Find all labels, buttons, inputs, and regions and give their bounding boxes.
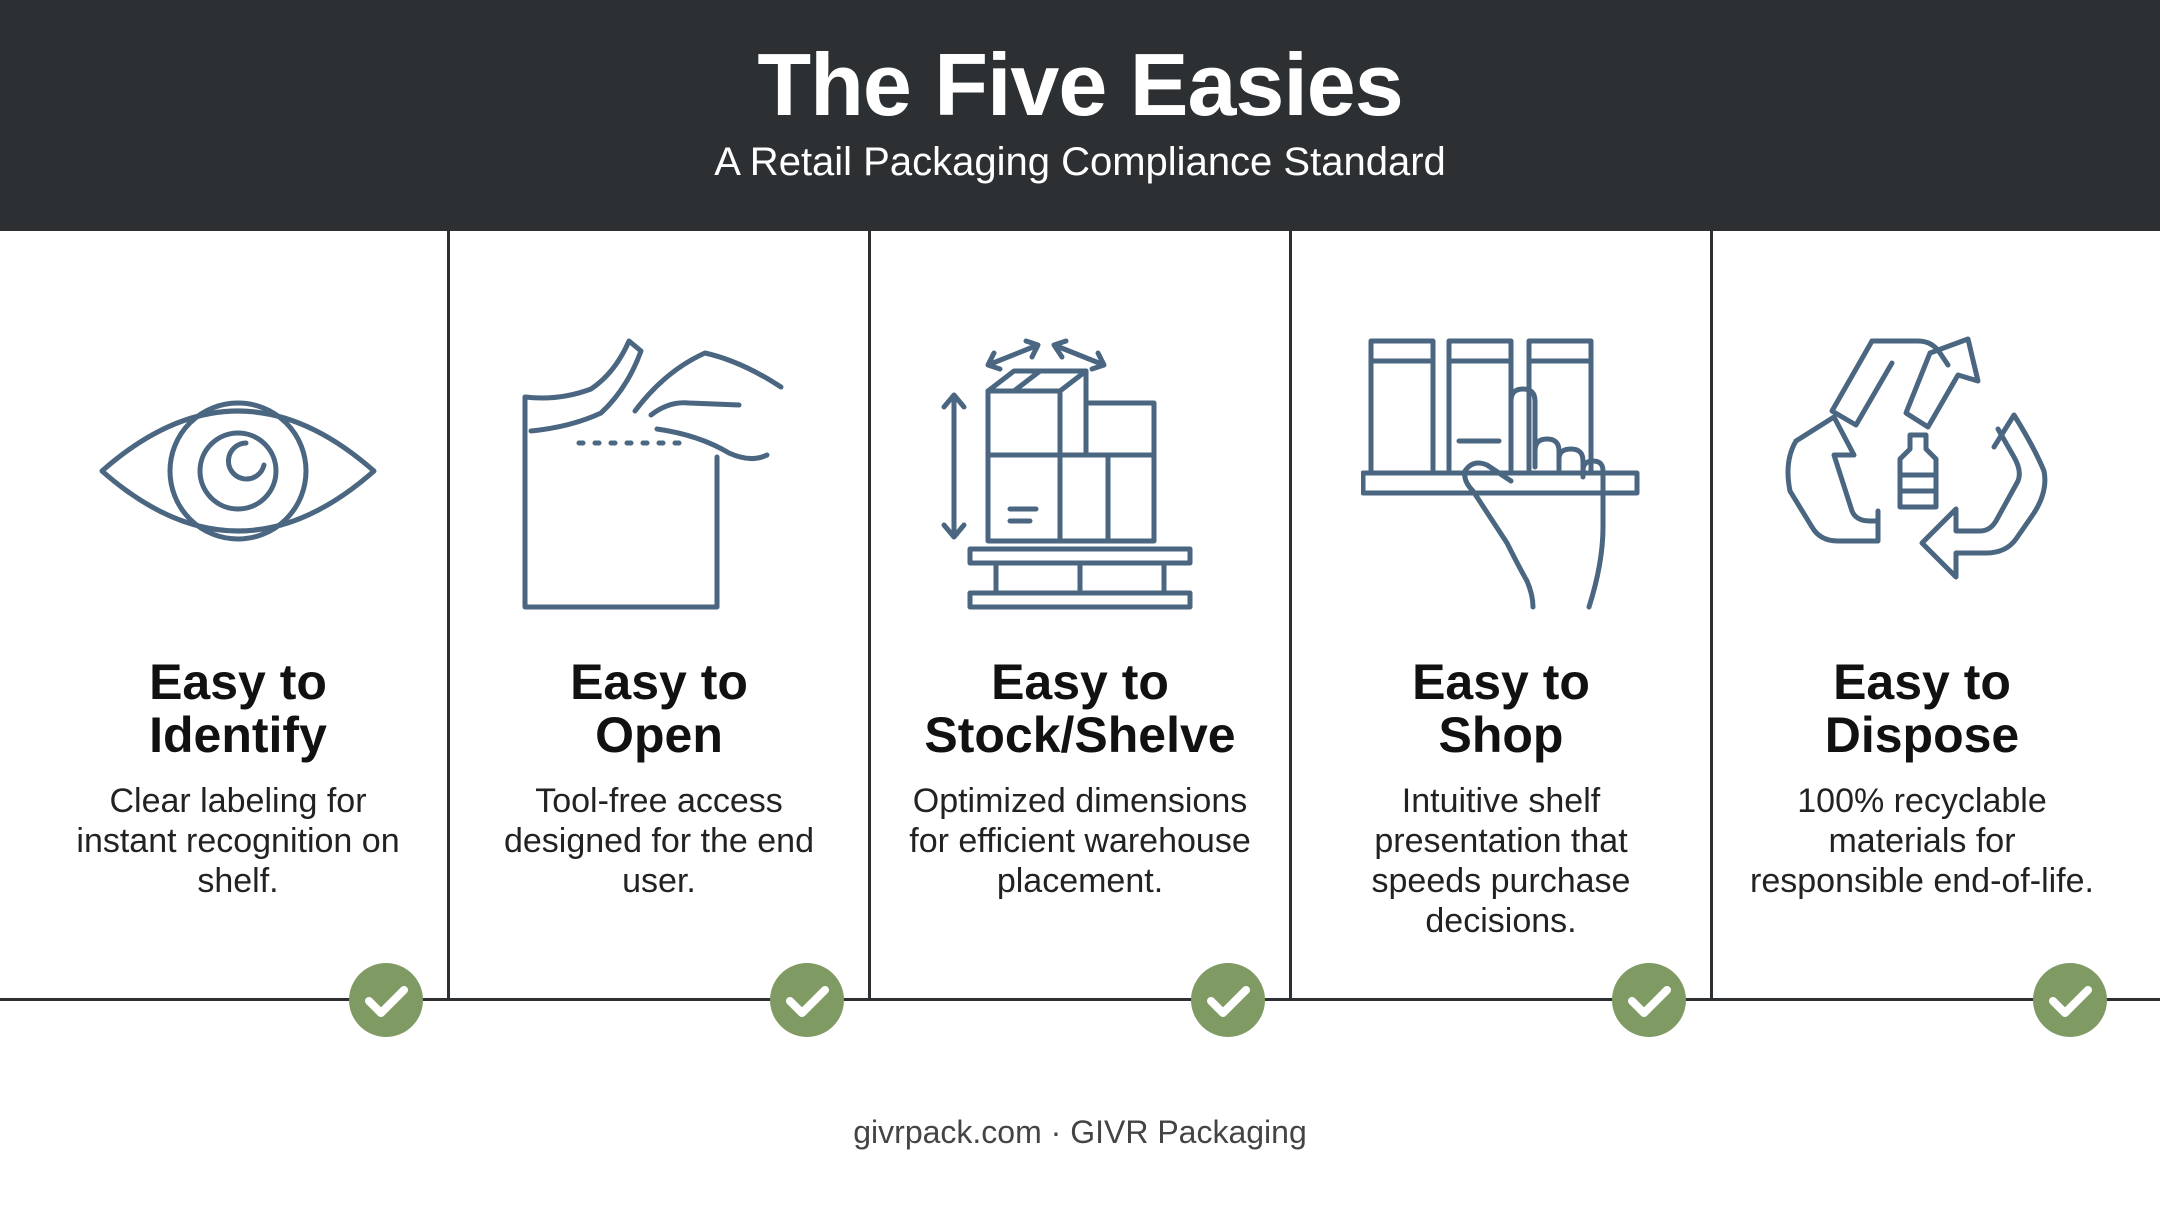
column-stock-shelve: Easy to Stock/Shelve Optimized dimension…: [870, 231, 1290, 1000]
check-icon: [349, 963, 423, 1037]
column-open: Easy to Open Tool-free access designed f…: [449, 231, 869, 1000]
column-title: Easy to Dispose: [1824, 654, 2020, 763]
column-title: Easy to Open: [570, 654, 748, 763]
column-description: Intuitive shelf presentation that speeds…: [1371, 782, 1631, 940]
shelf-hand-icon: [1361, 331, 1641, 611]
footer-credit: givrpack.com · GIVR Packaging: [853, 1114, 1307, 1150]
column-shop: Easy to Shop Intuitive shelf presentatio…: [1291, 231, 1711, 1000]
check-icon: [1612, 963, 1686, 1037]
column-description: 100% recyclable materials for responsibl…: [1750, 782, 2094, 900]
tear-open-box-icon: [519, 331, 799, 611]
column-description: Clear labeling for instant recognition o…: [76, 782, 400, 900]
column-divider: [868, 231, 871, 1000]
check-icon: [1191, 963, 1265, 1037]
column-title: Easy to Identify: [149, 654, 327, 763]
column-divider: [1289, 231, 1292, 1000]
column-description: Tool-free access designed for the end us…: [503, 782, 815, 900]
column-title: Easy to Stock/Shelve: [924, 654, 1236, 763]
page-title: The Five Easies: [757, 35, 1403, 134]
recycle-bottle-icon: [1782, 331, 2062, 611]
eye-icon: [98, 331, 378, 611]
column-divider: [447, 231, 450, 1000]
column-identify: Easy to Identify Clear labeling for inst…: [28, 231, 448, 1000]
header-banner: The Five Easies A Retail Packaging Compl…: [0, 0, 2160, 231]
baseline-rule: [0, 998, 2160, 1001]
column-dispose: Easy to Dispose 100% recyclable material…: [1712, 231, 2132, 1000]
column-description: Optimized dimensions for efficient wareh…: [909, 782, 1251, 900]
pallet-boxes-icon: [940, 331, 1220, 611]
column-title: Easy to Shop: [1412, 654, 1590, 763]
check-icon: [770, 963, 844, 1037]
check-icon: [2033, 963, 2107, 1037]
page-subtitle: A Retail Packaging Compliance Standard: [714, 140, 1446, 184]
column-divider: [1710, 231, 1713, 1000]
